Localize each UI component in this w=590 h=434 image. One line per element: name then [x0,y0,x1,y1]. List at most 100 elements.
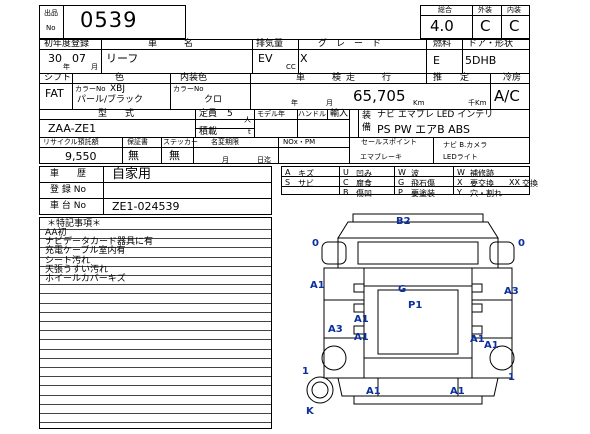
notes-rule [40,312,271,313]
legend-label: キズ [298,169,314,178]
rear-left-wheel [321,345,347,371]
capacity: 5 [227,109,233,119]
equipment-line-1: ナビ エマブレ LED インテリ [377,110,494,120]
int-color-no-label: カラーNo [173,85,204,93]
notes-rule [40,422,271,423]
rear-bumper-part [353,395,483,405]
km-unit: Km [413,99,425,107]
notes-rule [40,413,271,414]
damage-mark: B2 [396,216,411,227]
notes-rule [40,358,271,359]
int-color-label: 内装色 [180,73,208,83]
notes-rule [40,339,271,340]
selling-point-1: エマブレーキ [360,153,402,161]
damage-mark: P1 [408,300,422,311]
equipment-line-2: PS PW エアB ABS [377,123,471,136]
total-score: 4.0 [430,17,454,35]
damage-mark: A1 [470,334,485,345]
damage-mark: 1 [302,366,309,377]
legend-label: 要交換 [470,179,494,188]
ac: A/C [494,87,520,105]
mileage: 65,705 [353,87,406,105]
notes-rule [40,376,271,377]
legend-label: サビ [298,179,314,188]
notes-title: ＊特記事項＊ [47,219,102,229]
notes-rule [40,293,271,294]
first-reg-month: 07 [72,52,86,65]
score-label: 総合 [438,6,452,14]
damage-mark: A3 [328,324,343,335]
notes-rule [40,349,271,350]
legend-code: G [398,178,405,187]
notes-rule [40,229,271,230]
name-change-month: 月 [222,156,229,164]
color-label: 色 [115,73,125,83]
notes-box [39,217,272,429]
info-grid [39,39,530,164]
registration-box [39,166,272,215]
interior-score: C [509,17,520,35]
damage-mark: A1 [484,340,499,351]
sticker: 無 [169,149,180,162]
trunk-part [337,377,499,397]
spare-wheel-left [306,376,334,404]
notes-rule [40,284,271,285]
nox-label: NOx・PM [283,138,316,146]
chassis-no-label: 車 台 No [50,201,86,211]
notes-rule [40,238,271,239]
damage-mark: A1 [310,280,325,291]
legend-code: X [457,178,463,187]
legend-code: Y [457,188,462,197]
equip-label-1: 装 [362,111,372,121]
price-label: 推 定 [433,73,470,83]
legend-code: W [398,168,406,177]
exterior-score: C [480,17,491,35]
recycle-label: リサイクル預託額 [43,138,99,146]
damage-mark: K [306,406,315,417]
notes-rule [40,367,271,368]
door-type: 5DHB [465,54,497,67]
warranty: 無 [128,149,139,162]
body-color: パール/ブラック [77,95,144,105]
fuel-label: 燃料 [433,39,452,49]
legend-code: A [285,168,291,177]
damage-mark: 0 [312,238,319,249]
legend-code: W [457,168,465,177]
legend-label: 傷凹 [356,189,372,198]
lot-box [39,5,186,39]
selling-point-3: LEDライト [443,153,478,161]
load-label: 積載 [199,127,218,137]
hood-part [337,221,499,239]
lot-label-1: 出品 [44,9,58,17]
first-reg-year: 30 [48,52,62,65]
ext-label: 外装 [478,6,492,14]
notes-rule [40,266,271,267]
color-no-label: カラーNo [75,85,106,93]
legend-code: C [343,178,349,187]
legend-label: 腐食 [356,179,372,188]
equip-label-2: 備 [362,123,372,133]
legend-code: U [343,168,349,177]
notes-line: 天張うすい汚れ [45,264,109,275]
recycle-fee: 9,550 [65,150,97,163]
month-unit: 月 [91,63,98,71]
roof-part [363,285,473,359]
lot-label-2: No [46,24,56,32]
first-reg-label: 初年度登録 [44,39,90,49]
damage-mark: A1 [450,386,465,397]
handle-label: ハンドル [298,110,326,118]
legend-label: 穴・割れ [470,189,502,198]
capacity-unit: 人 [244,116,251,124]
ac-label: 冷房 [503,73,522,83]
damage-mark: 1 [508,372,515,383]
year-unit: 年 [63,63,70,71]
front-right-tire [489,241,515,265]
notes-rule [40,321,271,322]
legend-label: 凹み [356,169,372,178]
history-label: 車 歴 [50,169,87,179]
import-label: 輸入 [330,109,349,119]
damage-mark: G [398,284,406,295]
fuel: E [433,54,440,67]
notes-rule [40,247,271,248]
notes-rule [40,275,271,276]
